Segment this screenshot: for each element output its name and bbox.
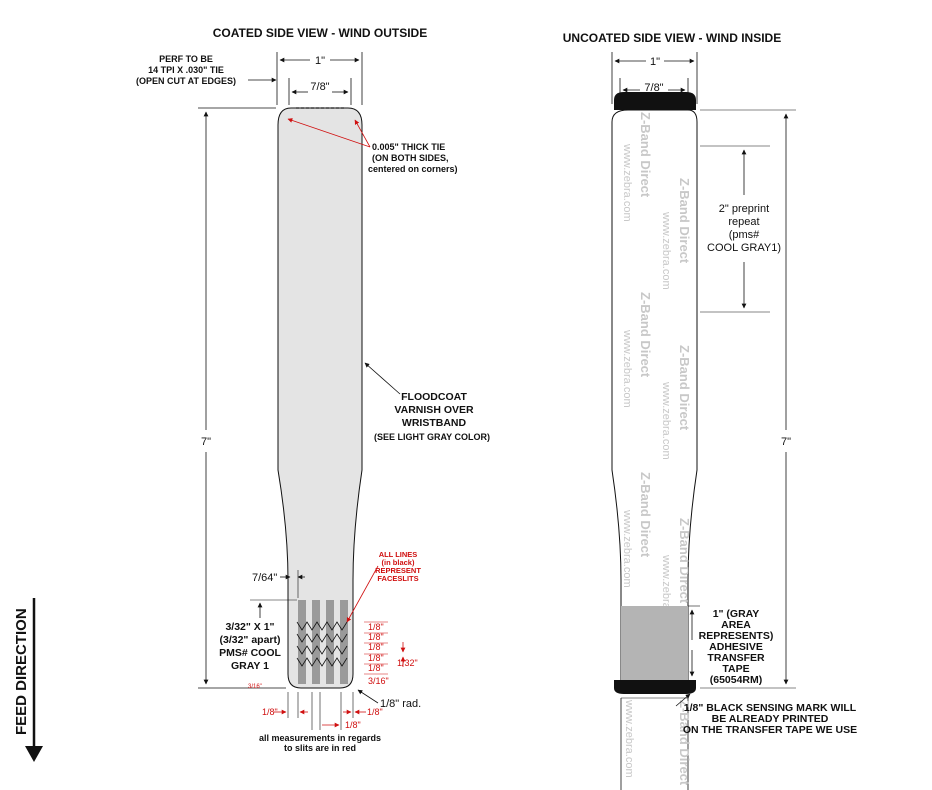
svg-text:COOL GRAY1): COOL GRAY1) <box>707 242 781 254</box>
svg-text:WRISTBAND: WRISTBAND <box>402 417 467 429</box>
svg-text:7": 7" <box>781 436 791 448</box>
svg-text:AREA: AREA <box>721 619 751 631</box>
svg-text:1/32": 1/32" <box>397 658 418 668</box>
svg-text:REPRESENT: REPRESENT <box>375 566 421 575</box>
svg-text:repeat: repeat <box>728 216 759 228</box>
tie-note: 0.005" THICK TIE (ON BOTH SIDES, centere… <box>287 118 458 174</box>
dim-7-64: 7/64" <box>252 570 305 598</box>
adhesive-gray-area <box>621 606 688 688</box>
right-width-dimension: 1" 7/8" <box>611 52 698 104</box>
svg-text:Z-Band Direct: Z-Band Direct <box>677 345 692 431</box>
svg-text:FLOODCOAT: FLOODCOAT <box>401 391 467 403</box>
svg-text:3/32" X 1": 3/32" X 1" <box>225 621 274 633</box>
svg-text:(ON BOTH SIDES,: (ON BOTH SIDES, <box>372 153 449 163</box>
svg-text:www.zebra.com: www.zebra.com <box>660 211 672 290</box>
coated-wristband <box>277 107 363 689</box>
left-width-outer: 1" <box>315 55 325 67</box>
svg-text:TAPE: TAPE <box>722 663 749 675</box>
svg-text:centered on corners): centered on corners) <box>368 164 458 174</box>
svg-text:www.zebra.com: www.zebra.com <box>660 381 672 460</box>
svg-text:Z-Band Direct: Z-Band Direct <box>677 700 692 786</box>
preprint-dimension: 2" preprint repeat (pms# COOL GRAY1) <box>700 145 781 313</box>
left-length-dimension: 7" <box>198 107 286 689</box>
svg-text:(pms#: (pms# <box>729 229 760 241</box>
lines-note: ALL LINES (in black) REPRESENT FACESLITS <box>346 550 421 623</box>
svg-text:FEED DIRECTION: FEED DIRECTION <box>13 608 30 735</box>
svg-text:Z-Band Direct: Z-Band Direct <box>677 518 692 604</box>
eighth-dimensions: 1/8" 1/8" 1/8" 1/8" 1/8" 1/32" 3/16" <box>364 621 418 686</box>
feed-direction: FEED DIRECTION <box>13 598 43 762</box>
svg-text:PERF TO BE: PERF TO BE <box>159 54 213 64</box>
svg-text:Z-Band Direct: Z-Band Direct <box>677 178 692 264</box>
svg-text:TRANSFER: TRANSFER <box>707 652 765 664</box>
left-width-inner: 7/8" <box>310 81 329 93</box>
right-title: UNCOATED SIDE VIEW - WIND INSIDE <box>563 31 781 45</box>
slit-spec: 3/32" X 1" (3/32" apart) PMS# COOL GRAY … <box>219 599 297 690</box>
svg-text:VARNISH OVER: VARNISH OVER <box>394 404 474 416</box>
svg-text:1" (GRAY: 1" (GRAY <box>713 608 760 620</box>
zebra-watermark: Z-Band Direct www.zebra.com Z-Band Direc… <box>621 112 692 633</box>
svg-text:1": 1" <box>650 56 660 68</box>
svg-text:1/8": 1/8" <box>368 653 384 663</box>
svg-text:2" preprint: 2" preprint <box>719 203 769 215</box>
svg-text:(OPEN CUT AT EDGES): (OPEN CUT AT EDGES) <box>136 76 236 86</box>
svg-text:www.zebra.com: www.zebra.com <box>621 329 633 408</box>
svg-text:1/8" BLACK SENSING MARK WILL: 1/8" BLACK SENSING MARK WILL <box>684 702 857 714</box>
svg-text:to slits are in red: to slits are in red <box>284 743 356 753</box>
svg-text:ADHESIVE: ADHESIVE <box>709 641 763 653</box>
svg-text:Z-Band Direct: Z-Band Direct <box>638 112 653 198</box>
radius-label: 1/8" rad. <box>380 698 421 710</box>
svg-text:PMS# COOL: PMS# COOL <box>219 647 281 659</box>
svg-text:14 TPI X .030" TIE: 14 TPI X .030" TIE <box>148 65 224 75</box>
svg-text:1/8": 1/8" <box>262 707 278 717</box>
sensing-note: 1/8" BLACK SENSING MARK WILL BE ALREADY … <box>675 693 857 736</box>
svg-text:www.zebra.com: www.zebra.com <box>623 699 635 778</box>
left-length: 7" <box>201 436 211 448</box>
gray-area-note: 1" (GRAY AREA REPRESENTS) ADHESIVE TRANS… <box>688 605 774 686</box>
top-black-mark <box>614 92 696 110</box>
svg-text:(65054RM): (65054RM) <box>710 674 763 686</box>
svg-text:1/8": 1/8" <box>368 632 384 642</box>
perf-note: PERF TO BE 14 TPI X .030" TIE (OPEN CUT … <box>136 54 277 86</box>
left-width-dimension: 1" 7/8" <box>276 52 363 105</box>
svg-text:1/8": 1/8" <box>367 707 383 717</box>
bottom-dimensions: 1/8" 1/8" 1/8" 1/8" rad. all measurement… <box>259 689 421 753</box>
faceslits <box>296 600 348 684</box>
svg-text:BE ALREADY PRINTED: BE ALREADY PRINTED <box>712 713 829 725</box>
svg-text:Z-Band Direct: Z-Band Direct <box>638 472 653 558</box>
svg-text:(SEE LIGHT GRAY COLOR): (SEE LIGHT GRAY COLOR) <box>374 432 490 442</box>
svg-text:1/8": 1/8" <box>368 663 384 673</box>
svg-text:Z-Band Direct: Z-Band Direct <box>638 292 653 378</box>
svg-text:(3/32" apart): (3/32" apart) <box>219 634 280 646</box>
svg-text:1/8": 1/8" <box>345 720 361 730</box>
svg-text:www.zebra.com: www.zebra.com <box>621 509 633 588</box>
left-title: COATED SIDE VIEW - WIND OUTSIDE <box>213 26 427 40</box>
svg-text:REPRESENTS): REPRESENTS) <box>699 630 774 642</box>
svg-text:ON THE TRANSFER TAPE WE USE: ON THE TRANSFER TAPE WE USE <box>683 724 857 736</box>
bottom-black-mark <box>614 680 696 694</box>
svg-text:(in black): (in black) <box>382 558 415 567</box>
tail-watermark: Z-Band Direct www.zebra.com <box>620 697 692 790</box>
svg-text:www.zebra.com: www.zebra.com <box>621 143 633 222</box>
svg-text:7/8": 7/8" <box>644 82 663 94</box>
floodcoat-note: FLOODCOAT VARNISH OVER WRISTBAND (SEE LI… <box>364 362 490 442</box>
svg-text:3/16": 3/16" <box>248 684 262 690</box>
svg-text:GRAY 1: GRAY 1 <box>231 660 269 672</box>
svg-text:ALL LINES: ALL LINES <box>379 550 418 559</box>
svg-text:0.005" THICK TIE: 0.005" THICK TIE <box>372 142 445 152</box>
right-length-dimension: 7" <box>700 109 796 689</box>
svg-text:1/8": 1/8" <box>368 622 384 632</box>
svg-text:7/64": 7/64" <box>252 572 277 584</box>
svg-text:FACESLITS: FACESLITS <box>377 574 418 583</box>
svg-text:all measurements in regards: all measurements in regards <box>259 733 381 743</box>
svg-text:1/8": 1/8" <box>368 642 384 652</box>
svg-text:3/16": 3/16" <box>368 676 389 686</box>
